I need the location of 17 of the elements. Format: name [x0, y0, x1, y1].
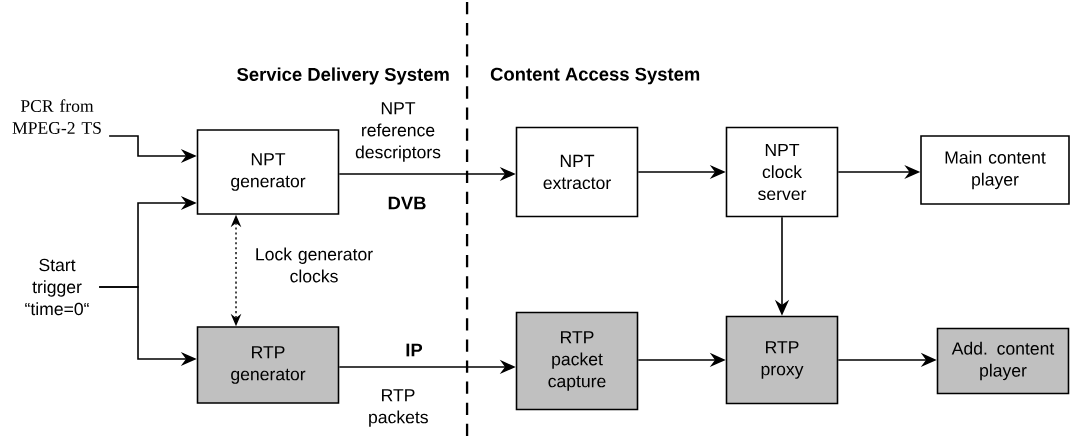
edge-label: RTP packets: [366, 387, 430, 429]
process-box: Main content player: [920, 135, 1070, 205]
section-heading: Service Delivery System: [237, 67, 449, 85]
edge-label: Lock generator clocks: [247, 245, 381, 285]
process-box: NPT extractor: [515, 126, 639, 218]
input-label: PCR from MPEG-2 TS: [12, 99, 101, 134]
process-box: RTP proxy: [725, 315, 839, 405]
section-heading: Content Access System: [490, 67, 700, 85]
edge-label: NPT reference descriptors: [346, 100, 450, 164]
network-label: DVB: [388, 196, 426, 210]
process-box: Add. content player: [936, 327, 1070, 395]
process-box: RTP packet capture: [515, 311, 639, 411]
network-label: IP: [406, 343, 423, 357]
process-box: RTP generator: [196, 326, 340, 404]
process-box: NPT clock server: [725, 126, 839, 218]
input-label: Start trigger “time=0“: [25, 258, 89, 316]
process-box: NPT generator: [196, 129, 340, 215]
